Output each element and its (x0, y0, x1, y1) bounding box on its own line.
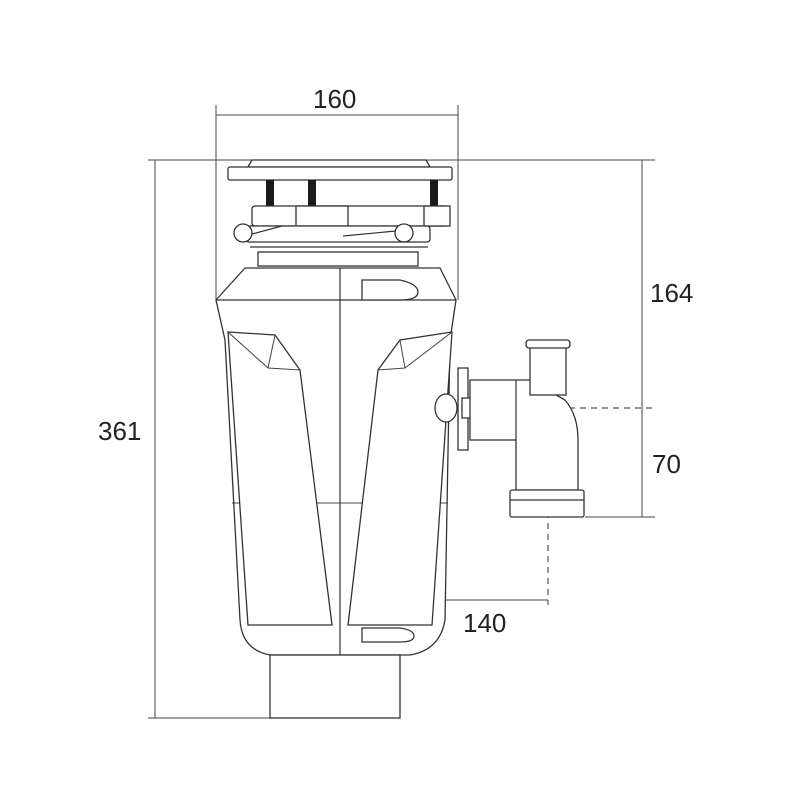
handle-top (361, 279, 419, 301)
width-dimension-label: 160 (313, 84, 357, 114)
mounting-ring (233, 205, 451, 267)
outlet-offset-dimension-label: 70 (652, 449, 681, 479)
motor-housing (215, 267, 457, 656)
handle-bottom (361, 627, 415, 643)
outlet-height-dimension-label: 164 (650, 278, 694, 308)
height-dimension-label: 361 (98, 416, 142, 446)
base-cylinder (269, 654, 401, 719)
bolts (266, 180, 438, 206)
outlet-elbow (434, 339, 585, 518)
sink-flange (227, 159, 453, 181)
outlet-reach-dimension-label: 140 (463, 608, 507, 638)
